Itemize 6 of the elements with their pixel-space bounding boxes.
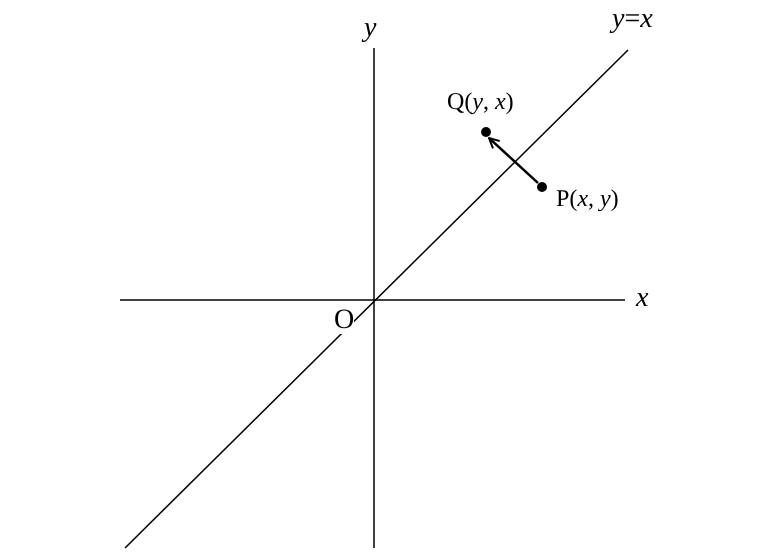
line-label: y=x bbox=[612, 5, 653, 33]
arrow bbox=[488, 137, 539, 184]
axis-label: x bbox=[636, 284, 648, 312]
axis-label: y bbox=[364, 14, 376, 42]
point-label: P(x, y) bbox=[556, 185, 619, 213]
point-label: Q(y, x) bbox=[447, 88, 514, 116]
